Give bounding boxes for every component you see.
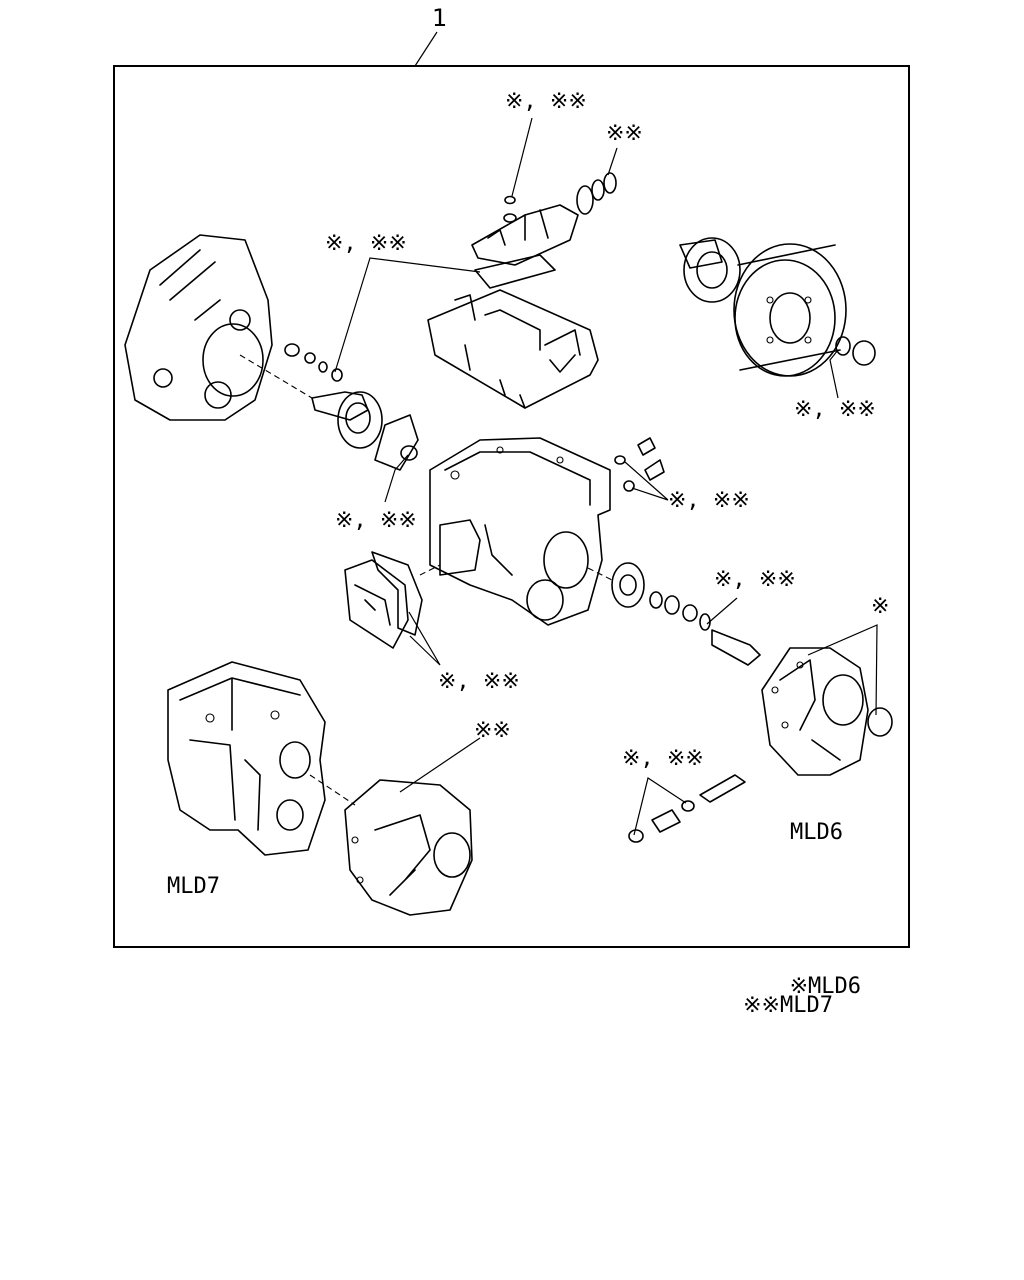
housing-gasket [474, 254, 556, 289]
legend-model-2: MLD7 [780, 993, 833, 1018]
variant-label-mld6: MLD6 [790, 820, 843, 845]
axis-line-gear [587, 567, 613, 581]
legend-mark-1: ※ [790, 974, 808, 999]
coupling-drum [733, 243, 847, 377]
transmission-case-mld7 [167, 661, 326, 856]
leader-lines [334, 117, 878, 836]
side-bolts [614, 437, 665, 492]
transmission-case [429, 437, 611, 626]
callout-mid-oring: ※, ※※ [714, 567, 796, 592]
callout-left-seal: ※, ※※ [335, 508, 417, 533]
left-small-parts [284, 343, 343, 382]
gear-assembly [611, 562, 761, 666]
legend-mark-2: ※※ [743, 993, 780, 1018]
shift-housing-top [471, 172, 617, 266]
callout-right-seal: ※, ※※ [794, 397, 876, 422]
callout-bottom-plug: ※, ※※ [622, 746, 704, 771]
callout-right-group: ※ [871, 594, 889, 619]
callout-top-gasket: ※, ※※ [505, 89, 587, 114]
axis-line-cover [419, 564, 441, 576]
input-shaft [311, 391, 383, 449]
callout-cover-gasket: ※, ※※ [325, 231, 407, 256]
rear-seal [867, 707, 893, 737]
rear-housing-mld6 [761, 647, 869, 776]
speedo-shaft [628, 774, 746, 843]
drum-seal [835, 336, 851, 356]
axis-line-mld7 [309, 774, 356, 806]
input-seal [400, 445, 418, 461]
output-flange [679, 237, 741, 303]
variant-label-mld7: MLD7 [167, 874, 220, 899]
callout-mld7-gasket: ※※ [474, 718, 511, 743]
callout-top-seal: ※※ [606, 121, 643, 146]
rear-housing-mld7 [344, 779, 473, 916]
clutch-housing [124, 234, 273, 421]
item-number: 1 [432, 4, 447, 32]
legend: ※ MLD6 ※※ MLD7 [743, 974, 861, 1018]
item-number-leader [414, 31, 438, 67]
callout-cover-plate: ※, ※※ [438, 669, 520, 694]
axis-line-left [239, 354, 313, 399]
diagram-frame [113, 65, 910, 948]
side-cover-plate [344, 551, 423, 649]
callout-side-washers: ※, ※※ [668, 488, 750, 513]
legend-model-1: MLD6 [808, 974, 861, 999]
drum-bearing [852, 340, 876, 366]
top-cover [427, 289, 599, 409]
